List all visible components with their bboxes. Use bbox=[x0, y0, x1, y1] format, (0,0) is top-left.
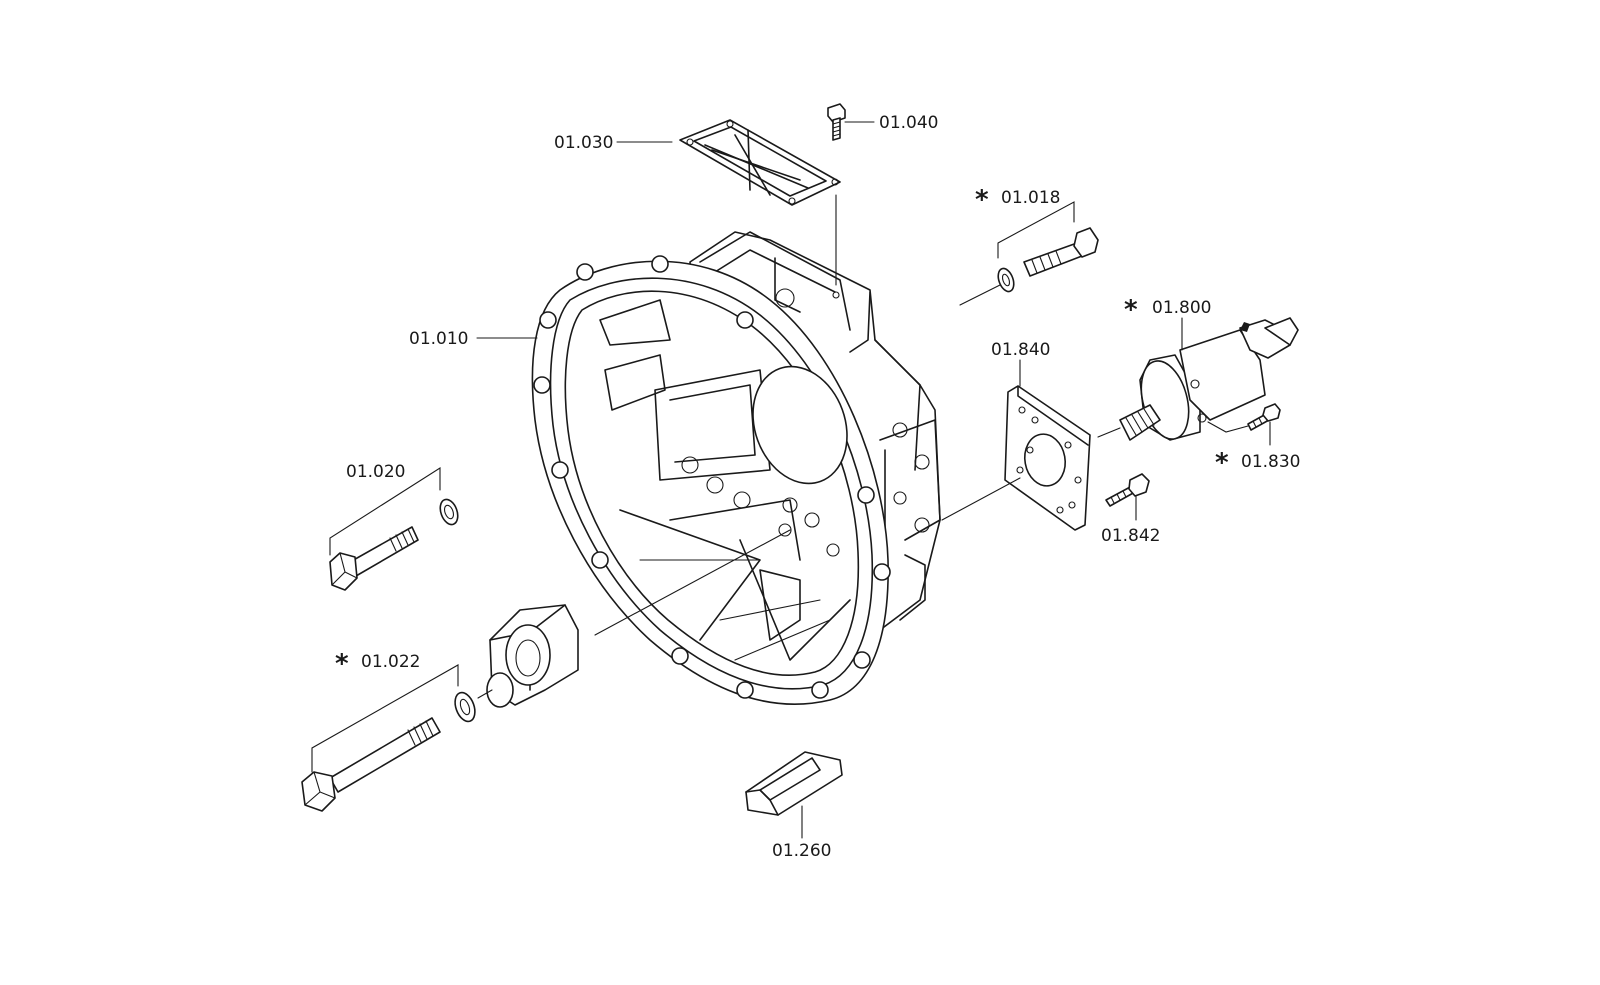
label-01-022: 01.022 bbox=[361, 652, 420, 672]
clutch-housing bbox=[531, 231, 941, 705]
bracket bbox=[745, 751, 843, 839]
mounting-plate bbox=[941, 359, 1091, 531]
cover-screw bbox=[827, 103, 846, 286]
clutch-cylinder bbox=[1097, 317, 1299, 441]
label-01-842: 01.842 bbox=[1101, 526, 1160, 546]
label-01-030: 01.030 bbox=[554, 133, 613, 153]
label-01-040: 01.040 bbox=[879, 113, 938, 133]
asterisk-01-018: * bbox=[975, 185, 989, 215]
label-01-018: 01.018 bbox=[1001, 188, 1060, 208]
label-01-800: 01.800 bbox=[1152, 298, 1211, 318]
label-01-010: 01.010 bbox=[409, 329, 468, 349]
plate-screw bbox=[1105, 473, 1150, 521]
bolt-right bbox=[959, 201, 1099, 306]
label-01-020: 01.020 bbox=[346, 462, 405, 482]
asterisk-01-800: * bbox=[1124, 295, 1138, 325]
bolt-lower-left bbox=[301, 664, 476, 812]
asterisk-01-022: * bbox=[335, 649, 349, 679]
inspection-cover bbox=[679, 119, 841, 206]
cylinder-screw bbox=[1207, 403, 1281, 446]
label-01-260: 01.260 bbox=[772, 841, 831, 861]
bearing-block bbox=[477, 529, 791, 708]
bolt-upper-left bbox=[329, 466, 459, 591]
asterisk-01-830: * bbox=[1215, 448, 1229, 478]
label-01-840: 01.840 bbox=[991, 340, 1050, 360]
leader-lines bbox=[476, 121, 875, 339]
label-01-830: 01.830 bbox=[1241, 452, 1300, 472]
